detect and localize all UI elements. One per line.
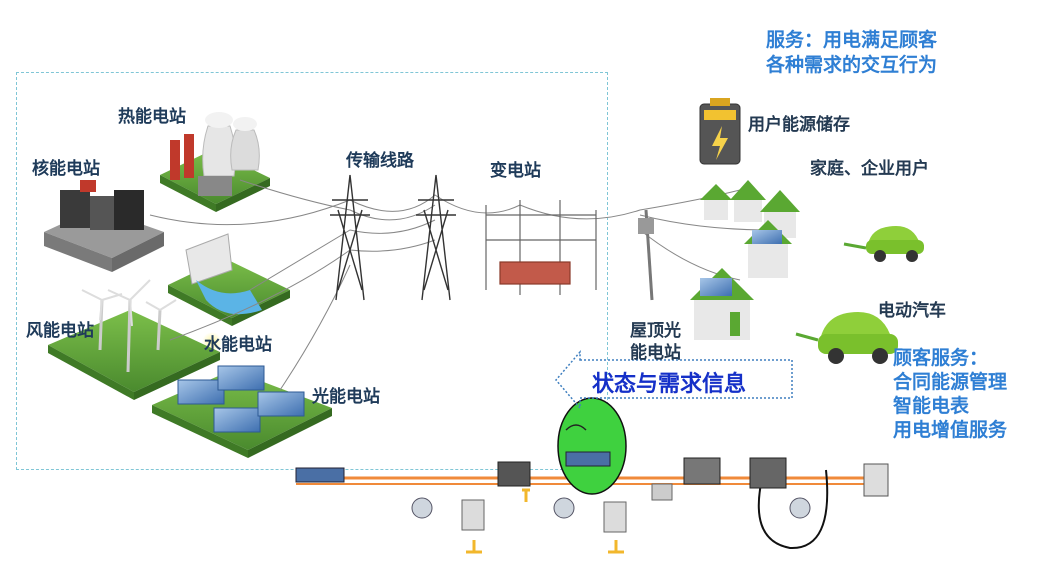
electric-car-icon — [795, 226, 924, 364]
thermal-plant-icon — [160, 112, 270, 212]
customer-service-item: 合同能源管理 — [893, 371, 1008, 393]
customer-service-item: 用电增值服务 — [893, 419, 1008, 441]
status-banner-text: 状态与需求信息 — [592, 372, 747, 397]
substation-icon — [485, 200, 597, 295]
houses-icon — [690, 180, 800, 340]
nuclear-plant-icon — [44, 180, 164, 272]
service-line-2: 各种需求的交互行为 — [766, 54, 938, 76]
label-home-business: 家庭、企业用户 — [810, 159, 929, 179]
label-thermal: 热能电站 — [118, 107, 186, 127]
label-substation: 变电站 — [490, 161, 541, 181]
label-rooftop-line1: 屋顶光 — [630, 321, 681, 341]
meter-highlight-ellipse — [557, 397, 627, 495]
label-rooftop: 屋顶光 能电站 — [630, 320, 681, 364]
metering-loop — [757, 469, 829, 550]
customer-service-item: 智能电表 — [893, 395, 970, 417]
customer-service-title: 顾客服务： — [893, 347, 989, 369]
label-ev: 电动汽车 — [878, 301, 946, 321]
label-storage: 用户能源储存 — [748, 115, 850, 135]
label-transmission: 传输线路 — [346, 151, 414, 171]
transmission-tower-icon — [330, 174, 456, 301]
label-rooftop-line2: 能电站 — [630, 343, 681, 363]
utility-pole-icon — [638, 209, 654, 301]
label-solar: 光能电站 — [312, 387, 380, 407]
label-hydro: 水能电站 — [204, 335, 272, 355]
service-definition: 服务：用电满足顾客 各种需求的交互行为 — [766, 28, 937, 78]
solar-farm-icon — [152, 365, 332, 458]
service-line-1: 服务：用电满足顾客 — [766, 29, 938, 51]
wind-farm-icon — [48, 279, 220, 400]
hydro-plant-icon — [168, 233, 290, 352]
label-wind: 风能电站 — [26, 321, 94, 341]
label-nuclear: 核能电站 — [32, 159, 100, 179]
bus-devices — [295, 457, 889, 554]
battery-icon — [699, 98, 741, 165]
customer-service: 顾客服务： 合同能源管理 智能电表 用电增值服务 — [893, 346, 1007, 442]
